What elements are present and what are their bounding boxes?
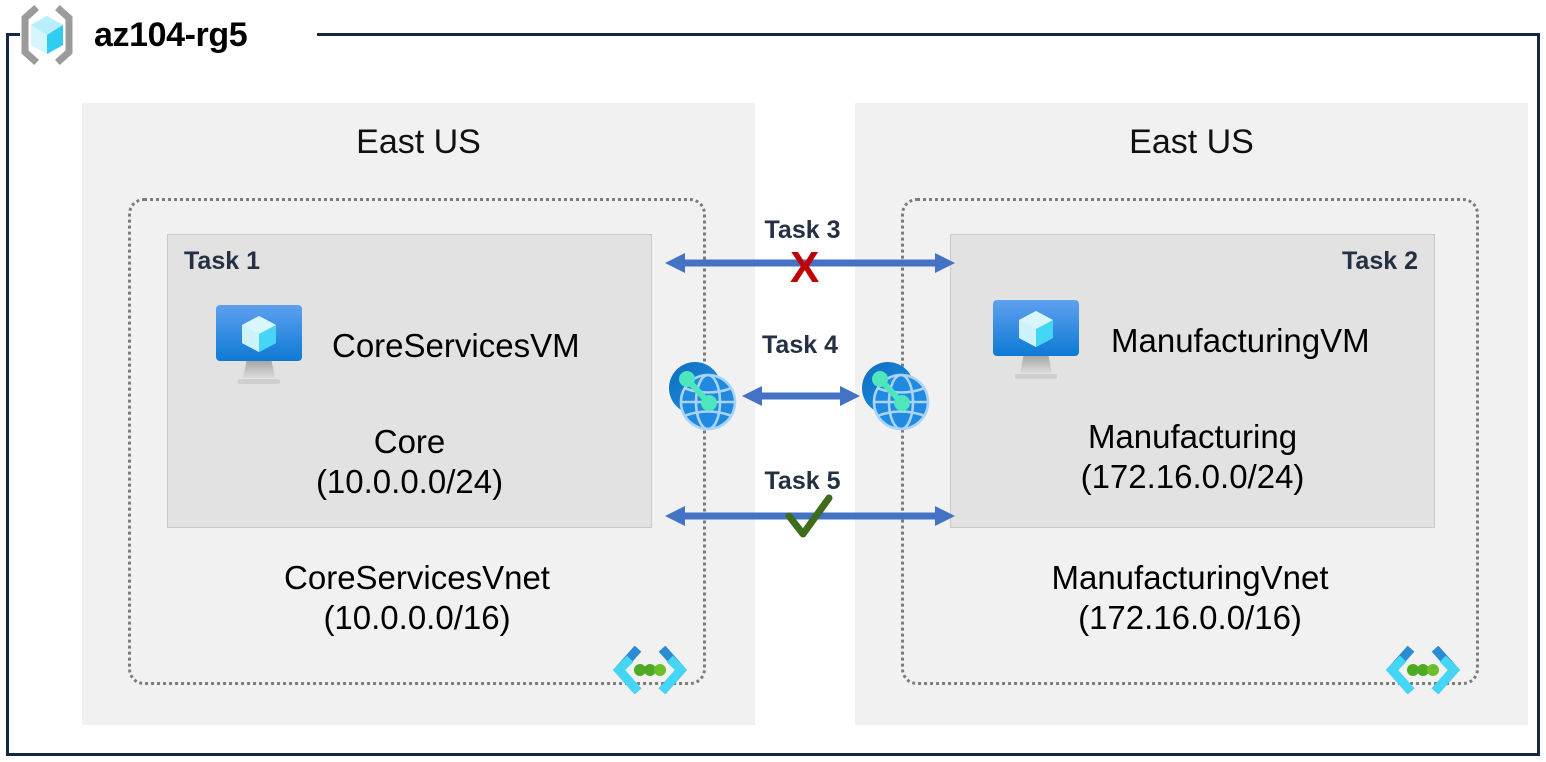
connection-arrow-task4: [742, 383, 860, 409]
vm-manufacturing[interactable]: ManufacturingVM: [991, 297, 1370, 383]
connection-label-task3: Task 3: [764, 216, 841, 244]
subnet-name-manufacturing: Manufacturing (172.16.0.0/24): [951, 417, 1434, 498]
frame-border-left: [6, 33, 9, 756]
vnet-cidr-coreservices: (10.0.0.0/16): [323, 599, 511, 637]
vm-coreservices[interactable]: CoreServicesVM: [214, 302, 580, 388]
vm-name-coreservices: CoreServicesVM: [332, 326, 580, 364]
task-label-2: Task 2: [1342, 247, 1418, 275]
resource-group-name: az104-rg5: [94, 16, 248, 54]
region-title-right: East US: [1129, 123, 1254, 161]
subnet-cidr-text-manufacturing: (172.16.0.0/24): [1080, 458, 1305, 496]
virtual-machine-icon: [991, 297, 1081, 383]
subnet-cidr-text-core: (10.0.0.0/24): [315, 463, 504, 501]
virtual-machine-icon: [214, 302, 304, 388]
subnet-name-core: Core (10.0.0.0/24): [168, 422, 651, 503]
connection-arrow-task3: [665, 250, 955, 276]
subnet-name-text-core: Core: [373, 423, 446, 460]
vnet-peering-icon: [663, 358, 743, 434]
connection-label-task4: Task 4: [762, 331, 838, 359]
subnet-core[interactable]: Task 1: [167, 234, 652, 528]
vnet-label-coreservices: CoreServicesVnet (10.0.0.0/16): [128, 558, 706, 639]
vnet-icon: [1385, 645, 1461, 695]
blocked-marker-icon: X: [790, 243, 820, 292]
vnet-peering-icon: [856, 358, 936, 434]
frame-border-top-right: [317, 33, 1540, 36]
region-title-left: East US: [356, 123, 481, 161]
connection-label-task5: Task 5: [764, 467, 841, 495]
allowed-check-icon: [783, 494, 835, 547]
vnet-name-coreservices: CoreServicesVnet: [284, 559, 550, 596]
task-label-1: Task 1: [184, 247, 260, 275]
connection-arrow-task5: [665, 503, 955, 529]
frame-border-bottom: [6, 753, 1540, 756]
vnet-label-manufacturing: ManufacturingVnet (172.16.0.0/16): [901, 558, 1479, 639]
subnet-manufacturing[interactable]: Task 2: [950, 234, 1435, 528]
resource-group-header: az104-rg5: [14, 4, 248, 66]
frame-border-top-left: [6, 33, 20, 36]
vnet-manufacturing[interactable]: [901, 198, 1479, 685]
vnet-name-manufacturing: ManufacturingVnet: [1051, 559, 1329, 596]
frame-border-right: [1537, 33, 1540, 756]
resource-group-frame: [6, 33, 1540, 756]
subnet-name-text-manufacturing: Manufacturing: [1087, 418, 1298, 455]
vnet-icon: [612, 645, 688, 695]
vnet-coreservices[interactable]: [128, 198, 706, 685]
vm-name-manufacturing: ManufacturingVM: [1111, 321, 1370, 359]
vnet-cidr-manufacturing: (172.16.0.0/16): [1078, 599, 1302, 637]
resource-group-cube-icon: [14, 4, 80, 66]
